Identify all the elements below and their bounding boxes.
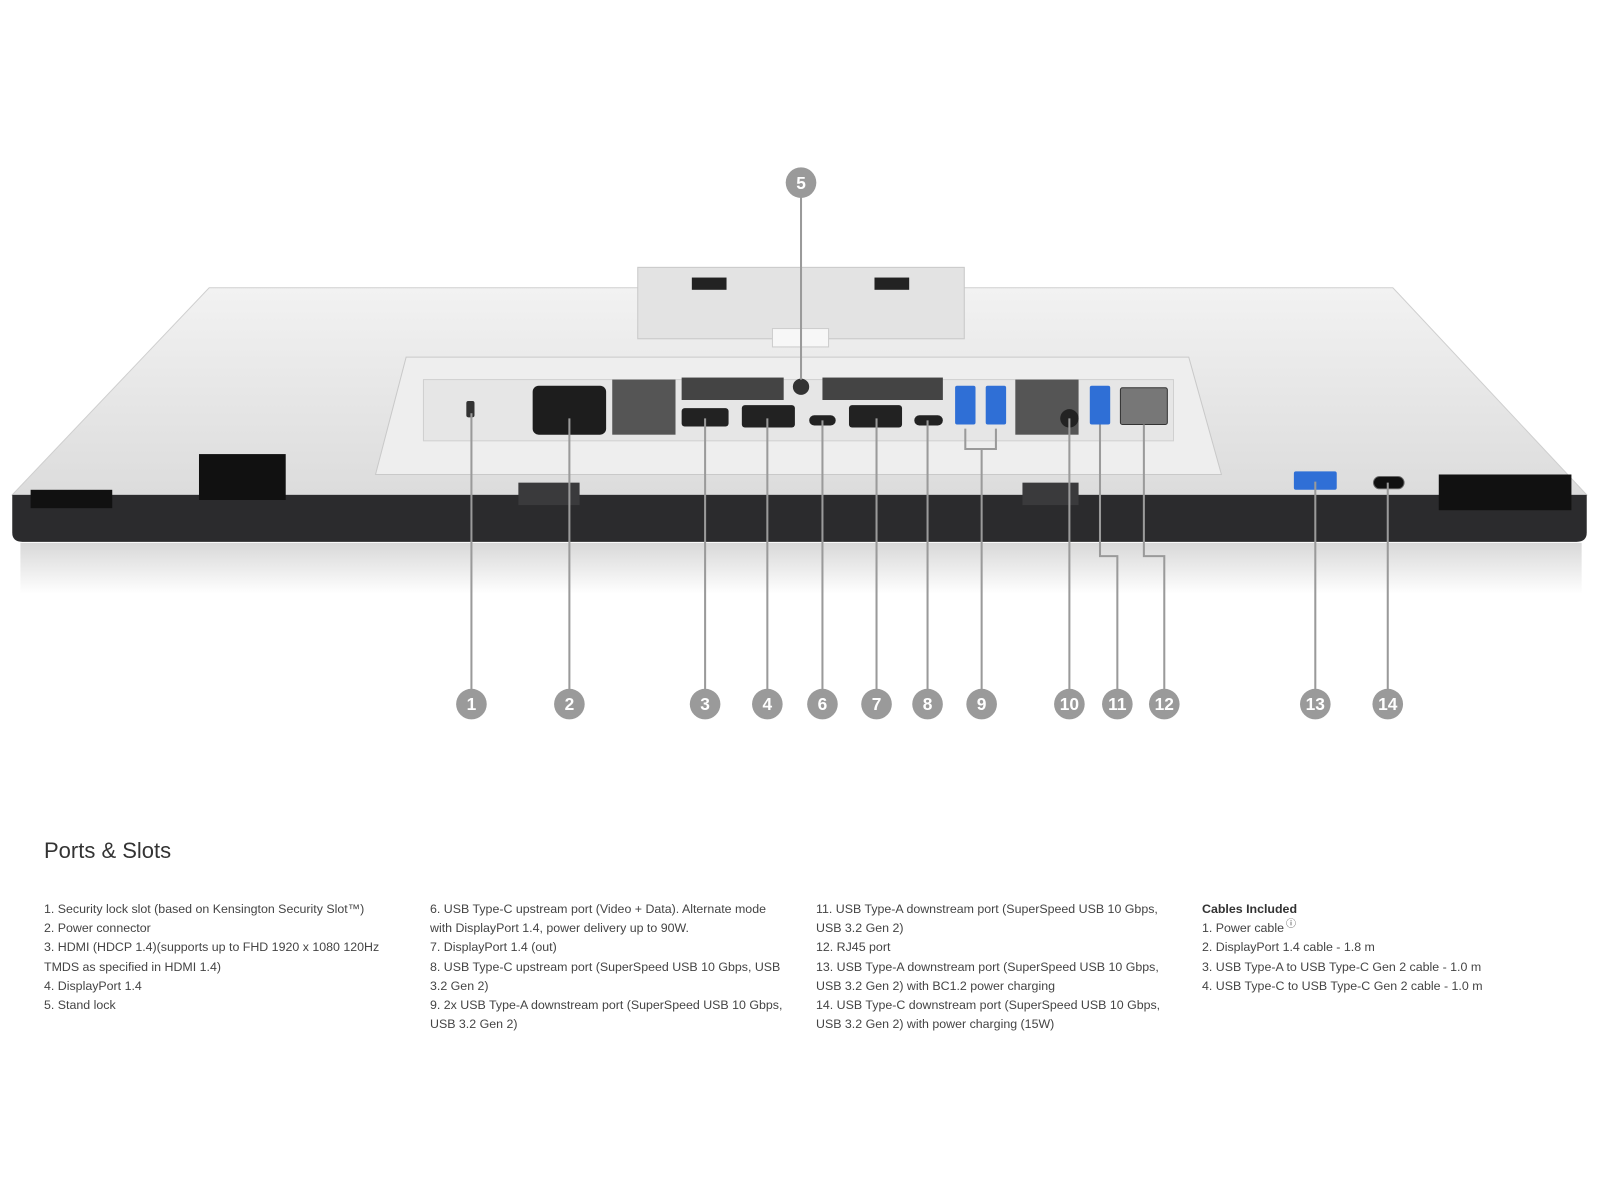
foot-slot-left [518, 482, 580, 506]
info-icon[interactable]: ⓘ [1285, 919, 1296, 931]
section-title: Ports & Slots [44, 838, 172, 863]
callout-circle [1148, 688, 1180, 720]
callout-1: 1 [456, 688, 487, 720]
callout-circle [1054, 688, 1085, 720]
port-desc-2: 2. Power connector [44, 921, 151, 936]
callout-6: 6 [807, 688, 838, 720]
port-desc-13: 13. USB Type-A downstream port (SuperSpe… [816, 959, 1159, 993]
callout-number: 5 [796, 173, 806, 193]
callout-number: 4 [763, 694, 773, 714]
callout-3: 3 [689, 688, 721, 720]
usba-port-11 [1089, 385, 1111, 425]
callout-number: 6 [818, 694, 828, 714]
usbc-port-8 [914, 415, 943, 426]
callout-12: 12 [1148, 688, 1180, 720]
rj45-port [1119, 387, 1168, 426]
callout-8: 8 [912, 688, 943, 720]
port-desc-9: 9. 2x USB Type-A downstream port (SuperS… [430, 998, 783, 1032]
port-desc-6: 6. USB Type-C upstream port (Video + Dat… [430, 902, 766, 936]
port-desc-4: 4. DisplayPort 1.4 [44, 978, 142, 993]
port-desc-1: 1. Security lock slot (based on Kensingt… [44, 902, 365, 916]
callout-number: 8 [923, 694, 933, 714]
port-desc-3: 3. HDMI (HDCP 1.4)(supports up to FHD 19… [44, 940, 380, 974]
usba-port-13 [1293, 471, 1337, 490]
leader-lines [470, 196, 1389, 690]
port-desc-14: 14. USB Type-C downstream port (SuperSpe… [816, 998, 1161, 1032]
callout-number: 3 [700, 694, 710, 714]
port-desc-5: 5. Stand lock [44, 998, 116, 1013]
vent-left [30, 454, 1572, 511]
floor-shadow [20, 542, 1582, 594]
callout-circle [554, 688, 585, 720]
port-desc-12: 12. RJ45 port [816, 940, 891, 955]
ports-list-col-1: 1. Security lock slot (based on Kensingt… [44, 900, 404, 1015]
callout-number: 12 [1155, 694, 1174, 714]
port-desc-11: 11. USB Type-A downstream port (SuperSpe… [816, 902, 1158, 936]
callout-number: 10 [1060, 694, 1079, 714]
cable-2: 2. DisplayPort 1.4 cable - 1.8 m [1202, 940, 1375, 955]
callout-5: 5 [785, 167, 817, 198]
usbc-port-6 [809, 415, 836, 426]
callout-circle [807, 688, 838, 720]
callout-circle [912, 688, 943, 720]
callout-circle [1372, 688, 1404, 720]
callout-circle [1300, 688, 1331, 720]
callout-circle [752, 688, 783, 720]
callout-circle [785, 167, 817, 198]
displayport-out [848, 405, 903, 428]
foot-slot-right [1022, 482, 1079, 506]
callout-circle [861, 688, 892, 720]
callout-13: 13 [1300, 688, 1331, 720]
ports-list-col-2: 6. USB Type-C upstream port (Video + Dat… [430, 900, 790, 1034]
usba-port-9a [955, 385, 976, 425]
displayport-1 [741, 405, 795, 428]
hdmi-port [681, 408, 729, 427]
callout-number: 11 [1108, 694, 1127, 714]
callout-circle [689, 688, 721, 720]
cable-1: 1. Power cable [1202, 921, 1284, 936]
cable-3: 3. USB Type-A to USB Type-C Gen 2 cable … [1202, 959, 1482, 974]
callout-14: 14 [1372, 688, 1404, 720]
usba-port-9b [985, 385, 1007, 425]
callout-number: 9 [977, 694, 987, 714]
callout-10: 10 [1054, 688, 1085, 720]
cable-4: 4. USB Type-C to USB Type-C Gen 2 cable … [1202, 978, 1483, 993]
port-desc-7: 7. DisplayPort 1.4 (out) [430, 940, 557, 955]
callout-9: 9 [966, 688, 997, 720]
callout-number: 7 [872, 694, 882, 714]
callout-number: 13 [1306, 694, 1326, 714]
callout-number: 1 [467, 694, 477, 714]
callout-number: 2 [565, 694, 575, 714]
port-desc-8: 8. USB Type-C upstream port (SuperSpeed … [430, 959, 781, 993]
security-slot [466, 401, 475, 418]
cables-header: Cables Included [1202, 902, 1298, 916]
monitor-bottom-edge [12, 494, 1587, 542]
callout-2: 2 [554, 688, 585, 720]
callout-4: 4 [752, 688, 783, 720]
callout-circle [1102, 688, 1133, 720]
ports [466, 377, 1405, 490]
ports-list-col-3: 11. USB Type-A downstream port (SuperSpe… [816, 900, 1176, 1034]
power-connector [532, 385, 607, 435]
stand-lock [792, 378, 810, 395]
callout-11: 11 [1102, 688, 1133, 720]
callout-number: 14 [1378, 694, 1398, 714]
callout-circle [966, 688, 997, 720]
callout-7: 7 [861, 688, 892, 720]
callout-circle [456, 688, 487, 720]
